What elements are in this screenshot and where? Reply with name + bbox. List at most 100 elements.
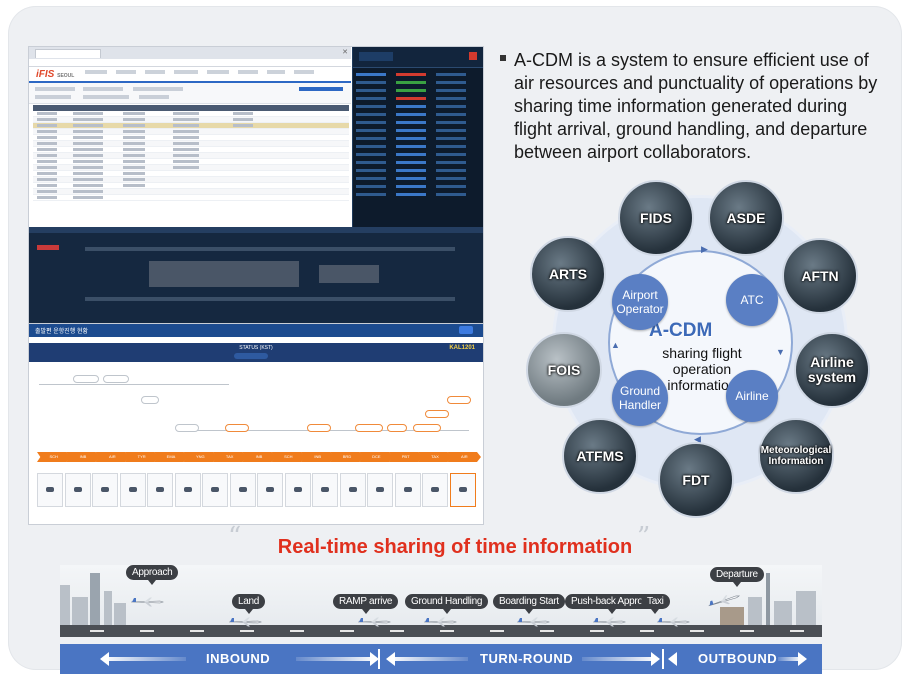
timeline-node <box>141 396 159 404</box>
window-close-icon[interactable]: ✕ <box>342 49 348 56</box>
table-row[interactable] <box>33 177 349 183</box>
city-building <box>90 573 100 625</box>
cycle-arrow-icon: ▲ <box>611 340 620 350</box>
flow-segment: INB <box>66 452 100 462</box>
nav-item[interactable] <box>207 70 229 74</box>
timeline-node <box>425 410 449 418</box>
table-row[interactable] <box>33 165 349 171</box>
flow-segment: DCE <box>359 452 393 462</box>
timeline-node <box>307 424 331 432</box>
table-row[interactable] <box>33 117 349 123</box>
apron <box>149 261 299 287</box>
arrow-line <box>582 657 652 661</box>
table-row[interactable] <box>33 135 349 141</box>
airplane-icon <box>516 614 550 627</box>
milestone-cell[interactable] <box>339 473 366 507</box>
milestone-cell[interactable] <box>64 473 91 507</box>
city-building <box>72 597 88 625</box>
table-row[interactable] <box>33 153 349 159</box>
outer-atfms: ATFMS <box>562 418 638 494</box>
milestone-cell[interactable] <box>367 473 393 507</box>
timeline-node <box>447 396 471 404</box>
event-departure: Departure <box>710 567 764 587</box>
bullet-marker <box>500 55 506 61</box>
milestone-cell[interactable] <box>312 473 338 507</box>
nav-item[interactable] <box>116 70 136 74</box>
filter-panel <box>29 83 351 104</box>
airplane-icon <box>592 614 626 627</box>
table-header <box>33 105 349 111</box>
city-building <box>720 607 744 625</box>
acdm-screenshot-collage: ✕ iFIS SEOUL <box>28 46 484 525</box>
nav-item[interactable] <box>85 70 107 74</box>
flow-segment: TAX <box>418 452 452 462</box>
milestone-cell[interactable] <box>229 473 256 507</box>
event-push-back-approve: Push-back Approve <box>565 594 659 614</box>
arrow-left-icon <box>668 652 677 666</box>
event-boarding-start: Boarding Start <box>493 594 565 614</box>
map-header <box>29 227 483 233</box>
app-nav <box>85 70 314 74</box>
milestone-cell[interactable] <box>394 473 421 507</box>
city-building <box>774 601 792 625</box>
cycle-arrow-icon: ▶ <box>701 244 708 254</box>
table-row[interactable] <box>33 183 349 189</box>
milestone-cell[interactable] <box>119 473 146 507</box>
browser-tab[interactable] <box>35 49 101 58</box>
timeline-node <box>73 375 99 383</box>
flow-segment: EMA <box>154 452 188 462</box>
milestone-cell[interactable] <box>37 473 63 507</box>
description-text: A-CDM is a system to ensure efficient us… <box>514 50 878 162</box>
milestone-cells <box>37 473 477 523</box>
nav-item[interactable] <box>145 70 165 74</box>
event-taxi: Taxi <box>641 594 670 614</box>
nav-item[interactable] <box>174 70 198 74</box>
table-row[interactable] <box>33 129 349 135</box>
table-row[interactable] <box>33 171 349 177</box>
nav-item[interactable] <box>267 70 285 74</box>
nav-item[interactable] <box>294 70 314 74</box>
arrow-line <box>394 657 468 661</box>
table-row[interactable] <box>33 147 349 153</box>
milestone-cell[interactable] <box>257 473 283 507</box>
table-row[interactable] <box>33 123 349 129</box>
milestone-cell[interactable] <box>449 473 476 507</box>
browser-address-bar[interactable] <box>29 59 351 67</box>
flow-segment: YNG <box>183 452 217 462</box>
milestone-cell[interactable] <box>284 473 311 507</box>
status-pill <box>234 353 268 359</box>
outer-arts: ARTS <box>530 236 606 312</box>
table-row[interactable] <box>33 111 349 117</box>
milestone-cell[interactable] <box>174 473 201 507</box>
table-row[interactable] <box>33 195 349 201</box>
milestone-cell[interactable] <box>147 473 173 507</box>
logo-main-text: iFIS <box>36 69 55 80</box>
node-ground-handler: Ground Handler <box>612 370 668 426</box>
flow-segment: SCH <box>37 452 71 462</box>
milestone-cell[interactable] <box>422 473 448 507</box>
table-row[interactable] <box>33 189 349 195</box>
outer-aftn: AFTN <box>782 238 858 314</box>
flow-segment: AIR <box>447 452 481 462</box>
milestone-cell[interactable] <box>202 473 228 507</box>
status-title: STATUS (KST) <box>239 345 273 351</box>
table-row[interactable] <box>33 141 349 147</box>
city-building <box>748 597 762 625</box>
city-building <box>60 585 70 625</box>
table-row[interactable] <box>33 159 349 165</box>
close-button[interactable] <box>459 326 473 334</box>
arrow-left-icon <box>100 652 109 666</box>
flow-segment: TAX <box>213 452 247 462</box>
nav-item[interactable] <box>238 70 258 74</box>
timeline-node <box>225 424 249 432</box>
milestone-cell[interactable] <box>92 473 118 507</box>
phase-outbound: OUTBOUND <box>698 651 778 666</box>
status-section-title: 출발편 운항진행 현황 <box>35 329 89 335</box>
cycle-arrow-icon: ▼ <box>776 347 785 357</box>
center-title: A-CDM <box>649 320 713 341</box>
apron <box>319 265 379 283</box>
airplane-icon <box>423 614 457 627</box>
map-legend <box>37 245 59 250</box>
